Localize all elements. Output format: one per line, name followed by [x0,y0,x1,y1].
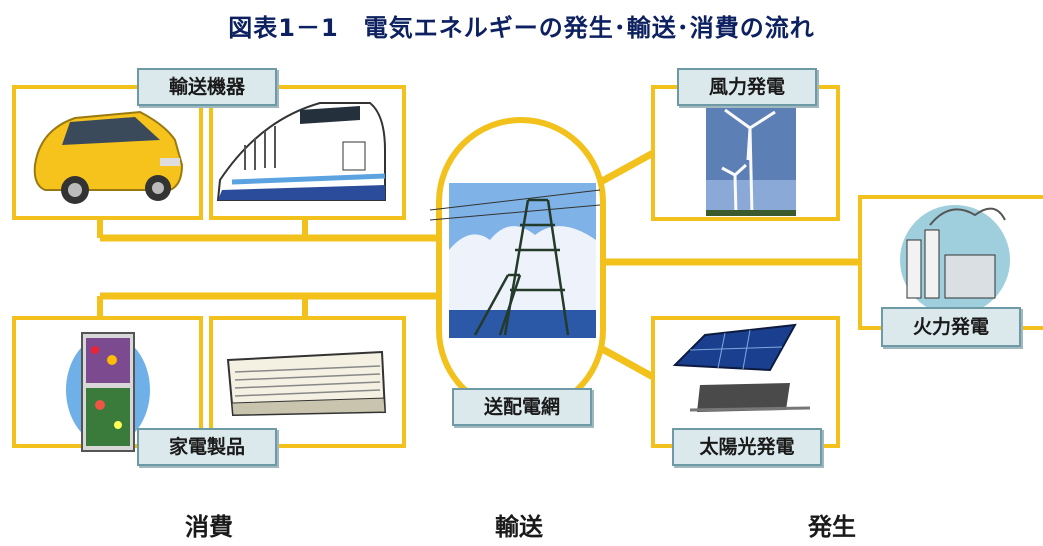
transmission-tower-icon [429,189,601,336]
grid-oval [436,117,606,415]
section-generate: 発生 [808,513,856,541]
label-thermal-power: 火力発電 [881,307,1021,347]
label-transport-equipment: 輸送機器 [137,68,277,106]
thermal-plant-icon [900,205,1010,315]
diagram-title: 図表1－1 電気エネルギーの発生･輸送･消費の流れ [228,14,815,42]
connector-lines [97,148,860,382]
label-wind-power: 風力発電 [677,68,817,106]
label-grid: 送配電網 [452,388,592,426]
train-icon [216,102,386,201]
wind-turbine-icon [706,95,796,216]
section-consume: 消費 [185,513,233,541]
fridge-icon [66,332,150,452]
label-home-appliances: 家電製品 [137,428,277,466]
section-transport: 輸送 [495,513,543,541]
solar-panel-icon [672,323,811,412]
label-solar-power: 太陽光発電 [672,428,822,466]
car-icon [33,110,184,204]
aircon-icon [226,350,387,417]
